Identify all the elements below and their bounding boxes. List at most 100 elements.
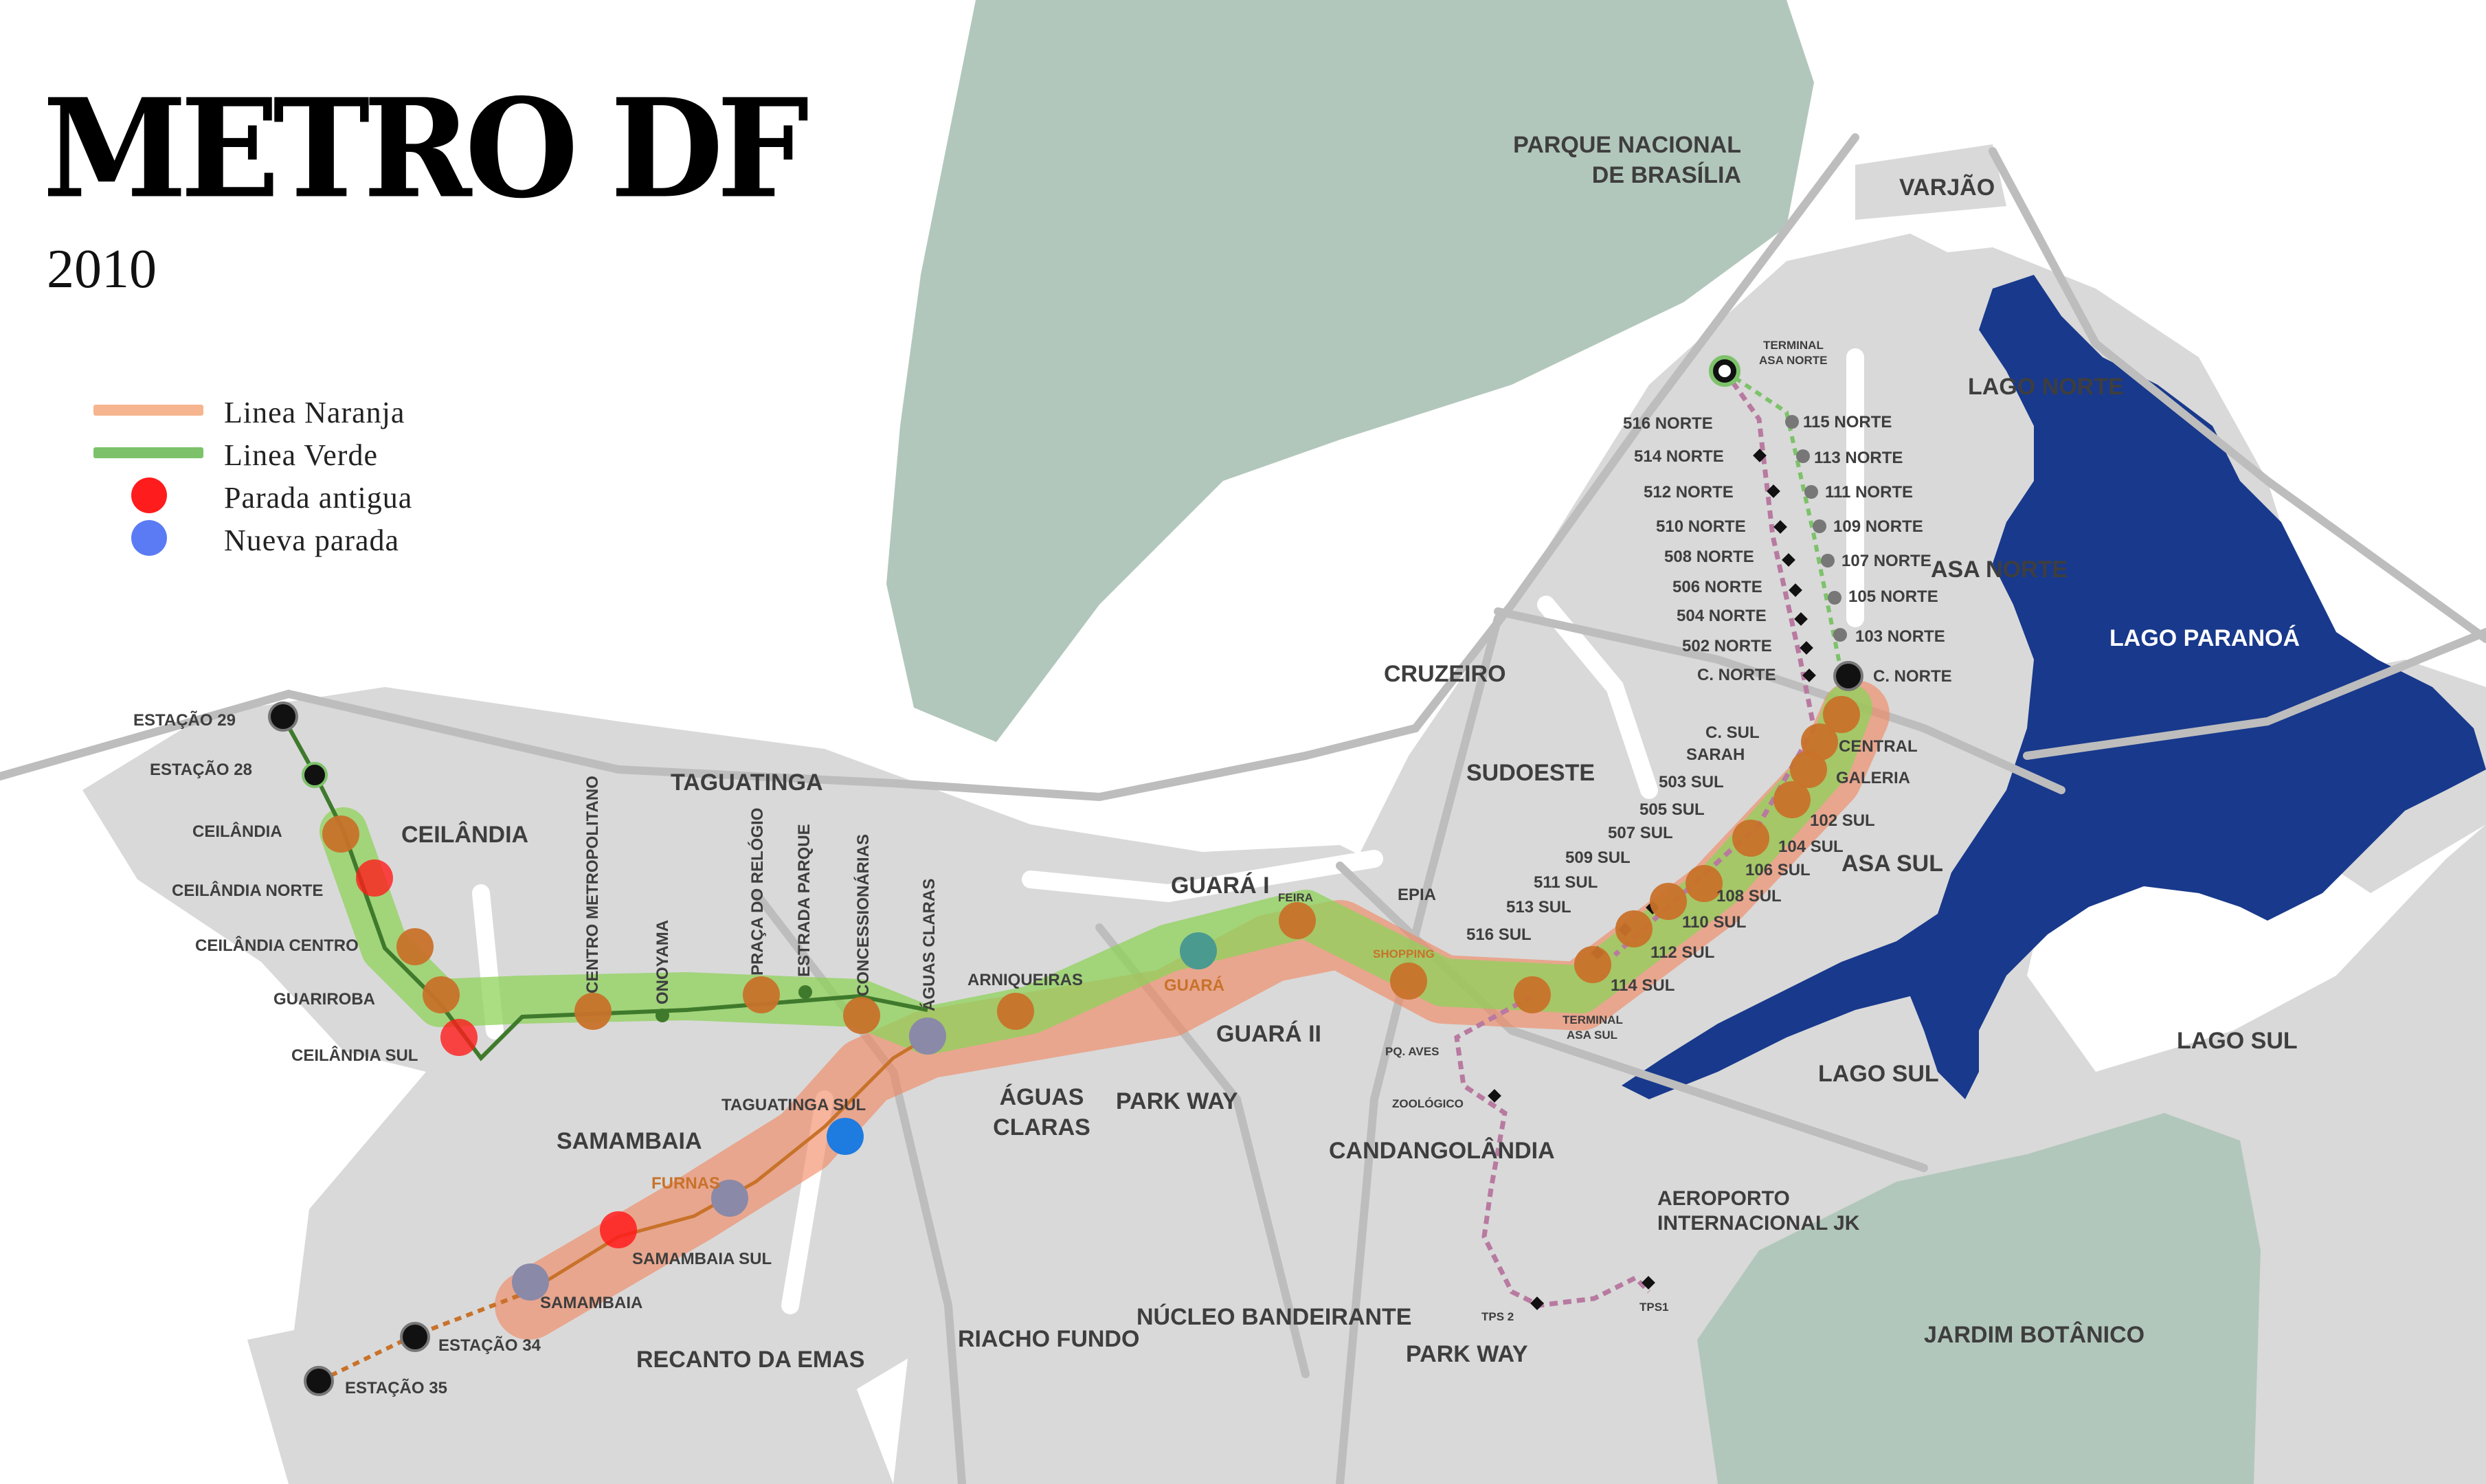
station-feira <box>1279 902 1316 939</box>
label-asa-sul: ASA SUL <box>1841 851 1943 877</box>
label-516-sul: 516 SUL <box>1466 925 1532 944</box>
stop-111-norte <box>1804 485 1818 499</box>
station-centro-metropolitano <box>574 993 612 1030</box>
label-asa-norte: ASA NORTE <box>1931 556 2068 583</box>
station-samambaia <box>512 1263 549 1301</box>
station-central <box>1823 696 1860 733</box>
label-nucleo-bandeirante: NÚCLEO BANDEIRANTE <box>1136 1304 1411 1330</box>
road-2 <box>1494 607 2065 794</box>
station-aguas-claras <box>909 1018 946 1055</box>
label-riacho-fundo: RIACHO FUNDO <box>958 1326 1139 1352</box>
brt-stop <box>1488 1089 1501 1103</box>
label-ceilandia-region: CEILÂNDIA <box>401 822 528 848</box>
label-110-sul: 110 SUL <box>1682 913 1746 932</box>
stop-onoyama <box>656 1009 669 1022</box>
label-taguatinga-sul: TAGUATINGA SUL <box>721 1096 866 1114</box>
brt-stop <box>1642 1276 1655 1290</box>
stop-c-norte <box>1833 661 1863 691</box>
label-recanto-emas: RECANTO DA EMAS <box>636 1347 864 1373</box>
station-concessionarias <box>843 997 880 1034</box>
label-onoyama: ONOYAMA <box>653 920 672 1004</box>
label-113-norte: 113 NORTE <box>1814 449 1903 467</box>
label-111-norte: 111 NORTE <box>1825 483 1913 502</box>
station-samambaia-sul <box>600 1211 637 1248</box>
label-103-norte: 103 NORTE <box>1855 627 1945 646</box>
brt-stop <box>1782 553 1795 567</box>
stop-estacao-28 <box>302 762 328 788</box>
station-ceilandia-centro <box>396 928 434 965</box>
station-galeria <box>1801 723 1838 761</box>
label-sarah: SARAH <box>1686 745 1745 764</box>
label-ceilandia: CEILÂNDIA <box>192 822 282 841</box>
road-white-2 <box>1022 850 1383 903</box>
legend-swatch-red-dot <box>131 477 167 513</box>
lago-paranoa <box>1622 275 2486 1099</box>
label-505-sul: 505 SUL <box>1639 800 1705 819</box>
label-503-sul: 503 SUL <box>1659 773 1724 791</box>
label-samambaia-region: SAMAMBAIA <box>557 1128 702 1154</box>
label-112-sul: 112 SUL <box>1650 943 1714 962</box>
label-102-sul: 102 SUL <box>1810 811 1875 830</box>
label-c-norte-west: C. NORTE <box>1697 666 1776 684</box>
station-shopping <box>1390 963 1427 1000</box>
label-507-sul: 507 SUL <box>1608 824 1673 842</box>
label-106-sul: 106 SUL <box>1745 861 1811 879</box>
station-ceilandia-sul <box>440 1019 478 1056</box>
legend-item-nueva-parada: Nueva parada <box>93 516 506 559</box>
label-central: CENTRAL <box>1839 737 1918 756</box>
label-tps1: TPS1 <box>1639 1301 1669 1314</box>
label-estacao-35: ESTAÇÃO 35 <box>345 1378 447 1397</box>
brt-stop <box>1802 668 1816 682</box>
road-white-1 <box>1537 596 1658 799</box>
label-104-sul: 104 SUL <box>1778 837 1844 856</box>
label-c-sul: C. SUL <box>1705 723 1760 742</box>
label-estacao-29: ESTAÇÃO 29 <box>133 710 236 730</box>
brt-south <box>1454 993 1651 1308</box>
station-praca-relogio <box>743 976 780 1013</box>
label-centro-metropolitano: CENTRO METROPOLITANO <box>583 776 602 993</box>
legend-label: Parada antigua <box>224 481 413 515</box>
stop-estrada-parque <box>798 985 812 999</box>
small-stops <box>656 985 812 1022</box>
stop-105-norte <box>1828 591 1841 605</box>
label-lago-sul-east: LAGO SUL <box>2177 1028 2298 1054</box>
label-varjao: VARJÃO <box>1899 175 1995 201</box>
stop-113-norte <box>1796 449 1810 463</box>
label-513-sul: 513 SUL <box>1506 898 1571 917</box>
legend-label: Linea Naranja <box>224 396 405 429</box>
label-park-way-2: PARK WAY <box>1406 1341 1528 1367</box>
stop-estacao-34 <box>400 1322 430 1352</box>
label-samambaia-sul: SAMAMBAIA SUL <box>632 1250 772 1268</box>
parque-nacional <box>886 0 1814 742</box>
stop-109-norte <box>1813 519 1826 533</box>
legend-label: Nueva parada <box>224 524 400 557</box>
label-pq-aves: PQ. AVES <box>1385 1045 1439 1058</box>
legend-swatch-orange <box>93 405 203 416</box>
terminal-stops <box>268 355 1863 1396</box>
label-115-norte: 115 NORTE <box>1803 413 1892 431</box>
label-516-norte: 516 NORTE <box>1623 414 1713 433</box>
label-guara-i: GUARÁ I <box>1171 873 1270 899</box>
label-514-norte: 514 NORTE <box>1634 447 1724 466</box>
label-guariroba: GUARIROBA <box>273 990 375 1009</box>
label-510-norte: 510 NORTE <box>1656 517 1746 536</box>
north-green-dashed <box>1723 369 1844 674</box>
station-ceilandia <box>322 816 359 853</box>
year-label: 2010 <box>47 239 157 300</box>
label-sudoeste: SUDOESTE <box>1466 760 1595 786</box>
label-tps2: TPS 2 <box>1481 1310 1514 1323</box>
station-ceilandia-norte <box>356 859 393 897</box>
north-stops <box>1785 415 1847 642</box>
station-110-sul <box>1650 883 1687 920</box>
new-stops <box>512 932 1217 1301</box>
label-feira: FEIRA <box>1278 891 1313 904</box>
label-105-norte: 105 NORTE <box>1848 587 1938 606</box>
page-title: METRO DF <box>43 69 809 229</box>
stop-115-norte <box>1785 415 1799 429</box>
label-estacao-34: ESTAÇÃO 34 <box>438 1336 541 1355</box>
